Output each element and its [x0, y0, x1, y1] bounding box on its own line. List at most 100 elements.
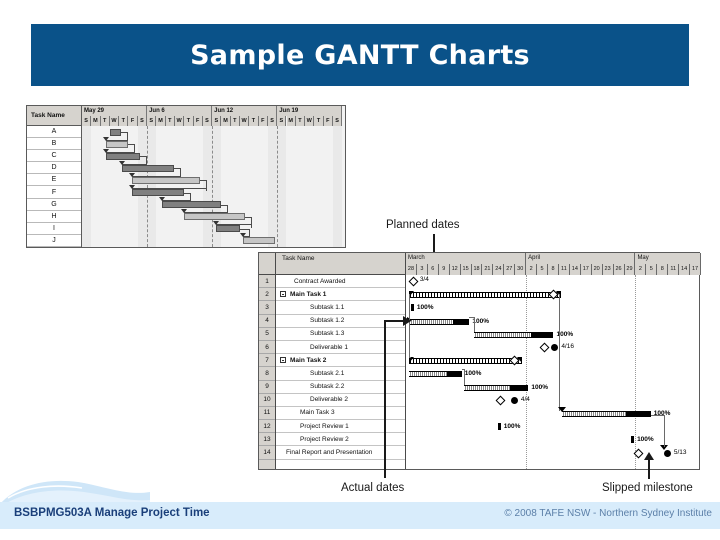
dependency-link [161, 200, 191, 202]
bottom-gantt-day-tick: 2 [526, 264, 538, 275]
bottom-gantt-task-row: Main Task 3 [276, 407, 405, 421]
dependency-arrowhead [181, 209, 188, 214]
dependency-link [558, 294, 560, 411]
dependency-arrowhead [103, 148, 110, 153]
bottom-gantt-month-header: April [526, 253, 636, 264]
resource-marker [497, 423, 501, 431]
dependency-link [461, 369, 464, 371]
footer-band [0, 502, 720, 529]
week-separator [147, 126, 149, 247]
top-gantt-task-row: A [27, 126, 81, 139]
dependency-link [227, 204, 229, 216]
top-gantt-task-row: G [27, 199, 81, 211]
annotation-slipped-milestone: Slipped milestone [602, 482, 693, 494]
weekend-band [332, 126, 343, 247]
task-bar-percent-label: 100% [531, 383, 548, 391]
top-gantt-bar [184, 213, 245, 221]
top-gantt-day-header: T [314, 116, 324, 126]
bottom-gantt-task-label: Project Review 2 [300, 435, 349, 443]
weekend-band [82, 126, 92, 247]
bottom-gantt-day-tick: 20 [591, 264, 603, 275]
dependency-arrowhead [158, 197, 165, 202]
top-gantt-day-header: W [240, 116, 250, 126]
footer-unit-code: BSBPMG503A Manage Project Time [14, 507, 210, 519]
footer-copyright: © 2008 TAFE NSW - Northern Sydney Instit… [504, 508, 712, 519]
task-bar-progress [409, 372, 448, 377]
bottom-gantt-day-tick: 18 [471, 264, 483, 275]
summary-bar-end-cap [556, 290, 562, 297]
bottom-gantt-task-row: Deliverable 2 [276, 394, 405, 407]
bottom-gantt-row-id: 5 [259, 327, 275, 341]
top-gantt-task-row: E [27, 174, 81, 187]
dependency-link [663, 415, 665, 447]
week-separator [212, 126, 214, 247]
dependency-arrowhead [129, 185, 136, 189]
planned-milestone-icon [408, 276, 419, 287]
bottom-gantt-day-tick: 26 [613, 264, 625, 275]
dependency-link [106, 139, 128, 141]
top-gantt-day-header: F [128, 116, 138, 126]
bottom-gantt-row-id: 12 [259, 420, 275, 434]
planned-milestone-icon [495, 395, 506, 406]
top-gantt-task-row: J [27, 235, 81, 247]
bottom-gantt-day-tick: 14 [679, 264, 691, 275]
dependency-link [184, 192, 191, 194]
milestone-date-label: 4/16 [561, 343, 574, 350]
task-bar [473, 331, 554, 338]
dependency-link [650, 415, 664, 416]
bottom-gantt-day-tick: 5 [646, 264, 658, 275]
dependency-arrowhead [118, 160, 125, 165]
top-gantt-day-header: T [100, 116, 110, 126]
bottom-gantt-task-label: Final Report and Presentation [286, 449, 373, 457]
top-gantt-day-header: S [82, 116, 92, 126]
bottom-gantt-day-tick: 12 [449, 264, 461, 275]
bottom-gantt-day-tick: 24 [493, 264, 505, 275]
milestone-date-label: 4/4 [520, 395, 530, 403]
bottom-gantt-task-label: Deliverable 2 [310, 396, 348, 404]
bottom-gantt-day-tick: 28 [406, 264, 417, 275]
collapse-expander-icon[interactable] [280, 291, 286, 298]
dependency-link [463, 369, 465, 385]
task-bar-progress [473, 332, 532, 337]
bottom-gantt-day-tick: 8 [548, 264, 559, 275]
bottom-gantt-task-row: Project Review 1 [276, 420, 405, 434]
bottom-gantt-task-label: Subtask 1.1 [310, 303, 345, 311]
bottom-gantt-month-header: May [635, 253, 701, 264]
bottom-gantt-day-tick: 30 [515, 264, 527, 275]
dependency-link [128, 144, 135, 146]
top-gantt-bar [132, 189, 185, 196]
weekend-band [277, 126, 287, 247]
top-gantt-day-header: F [258, 116, 268, 126]
top-gantt-day-header: T [249, 116, 259, 126]
top-gantt-day-header: W [305, 116, 315, 126]
dependency-link [132, 175, 181, 177]
bottom-gantt-row-id: 10 [259, 393, 275, 407]
top-gantt-task-row: H [27, 211, 81, 223]
dependency-link [215, 224, 251, 226]
top-gantt-day-header: T [165, 116, 175, 126]
task-bar [410, 318, 470, 325]
top-gantt-day-header: M [91, 116, 101, 126]
dependency-link [174, 168, 181, 170]
top-gantt-week-header: Jun 6 [147, 106, 213, 116]
dependency-link [473, 316, 475, 332]
top-gantt-bar [109, 128, 122, 136]
dependency-arrowhead [239, 233, 246, 238]
milestone-date-label: 5/13 [673, 448, 687, 456]
top-gantt-task-row: D [27, 162, 81, 175]
top-gantt-day-header: W [109, 116, 120, 126]
bottom-gantt-task-label: Project Review 1 [300, 422, 349, 430]
top-gantt-bar [242, 237, 276, 245]
collapse-expander-icon[interactable] [280, 357, 286, 364]
task-bar-progress [410, 319, 453, 324]
dependency-link [180, 168, 182, 180]
top-gantt-week-header: May 29 [82, 106, 148, 116]
top-gantt-day-header: S [147, 116, 157, 126]
bottom-gantt-day-tick: 23 [602, 264, 614, 275]
task-bar-percent-label: 100% [464, 370, 482, 378]
